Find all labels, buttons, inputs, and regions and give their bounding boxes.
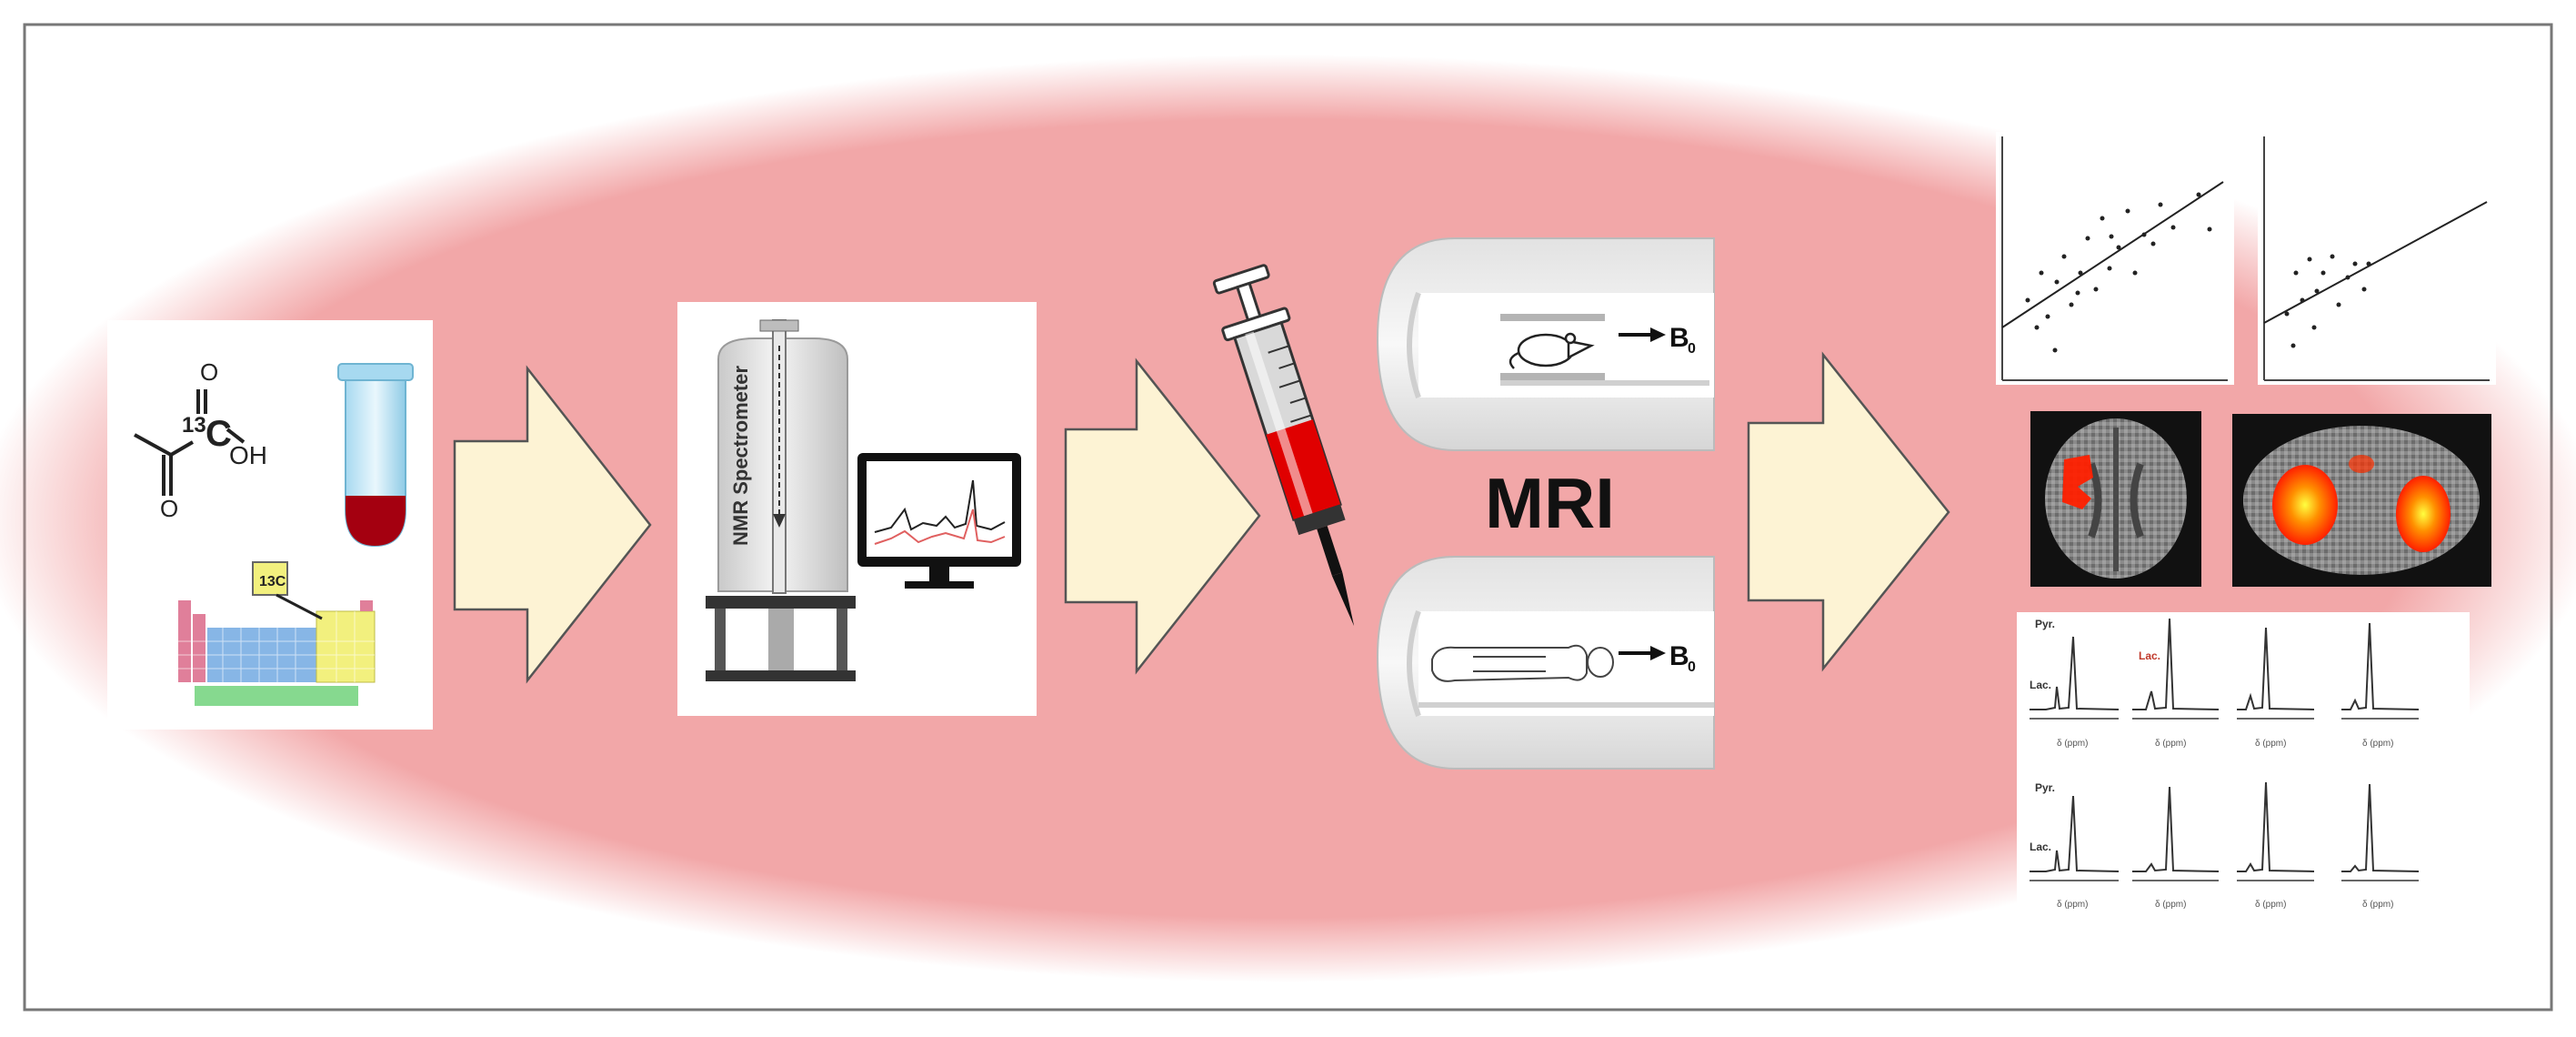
scatter-plot-2 <box>2258 132 2496 385</box>
axis-label-7: δ (ppm) <box>2255 900 2286 910</box>
flow-arrow-2 <box>1064 357 1261 675</box>
axis-label-4: δ (ppm) <box>2362 739 2393 749</box>
patient-icon <box>1431 644 1614 682</box>
axis-label-8: δ (ppm) <box>2362 900 2393 910</box>
field-label-clinical: B <box>1669 641 1689 671</box>
nmr-panel: NMR Spectrometer <box>677 302 1037 716</box>
carbon13-highlight: 13C <box>259 574 286 589</box>
oxygen-label: O <box>200 358 218 386</box>
mri-scanner-clinical: B 0 <box>1376 556 1715 770</box>
field-subscript-preclinical: 0 <box>1688 341 1696 357</box>
spectra-grid: Pyr. Lac. Lac. Pyr. Lac. δ (ppm) δ (ppm)… <box>2017 612 2470 918</box>
periodic-table: 13C <box>178 561 376 706</box>
brain-image-human <box>2030 411 2201 587</box>
brain-image-rat <box>2232 414 2491 587</box>
axis-label-5: δ (ppm) <box>2057 900 2088 910</box>
lac-label-1: Lac. <box>2030 679 2051 691</box>
mri-scanner-preclinical: B 0 <box>1376 237 1715 451</box>
axis-label-1: δ (ppm) <box>2057 739 2088 749</box>
test-tube <box>337 363 414 548</box>
oxygen-label-2: O <box>160 495 178 522</box>
flow-arrow-1 <box>453 365 652 684</box>
axis-label-6: δ (ppm) <box>2155 900 2186 910</box>
pyr-label-2: Pyr. <box>2035 781 2055 794</box>
scatter-plot-1 <box>1996 132 2234 385</box>
pyruvate-molecule <box>134 389 246 496</box>
field-label-preclinical: B <box>1669 323 1689 353</box>
pyr-label-1: Pyr. <box>2035 618 2055 630</box>
background-ellipse <box>0 55 2576 982</box>
carbon-label: C <box>205 414 232 454</box>
mri-label: MRI <box>1485 463 1615 543</box>
lac-label-2: Lac. <box>2030 841 2051 853</box>
field-subscript-clinical: 0 <box>1688 659 1696 675</box>
axis-label-3: δ (ppm) <box>2255 739 2286 749</box>
axis-label-2: δ (ppm) <box>2155 739 2186 749</box>
rat-icon <box>1509 332 1595 369</box>
spectrometer-label: NMR Spectrometer <box>729 366 752 546</box>
syringe-icon <box>1212 264 1355 627</box>
isotope-label: 13 <box>182 413 206 438</box>
isotope-panel: O O 13 C OH <box>107 320 433 730</box>
flow-arrow-3 <box>1747 351 1950 672</box>
spectrum-monitor <box>857 453 1021 589</box>
lac-label-highlight: Lac. <box>2139 649 2160 662</box>
hydroxyl-label: OH <box>229 441 267 469</box>
